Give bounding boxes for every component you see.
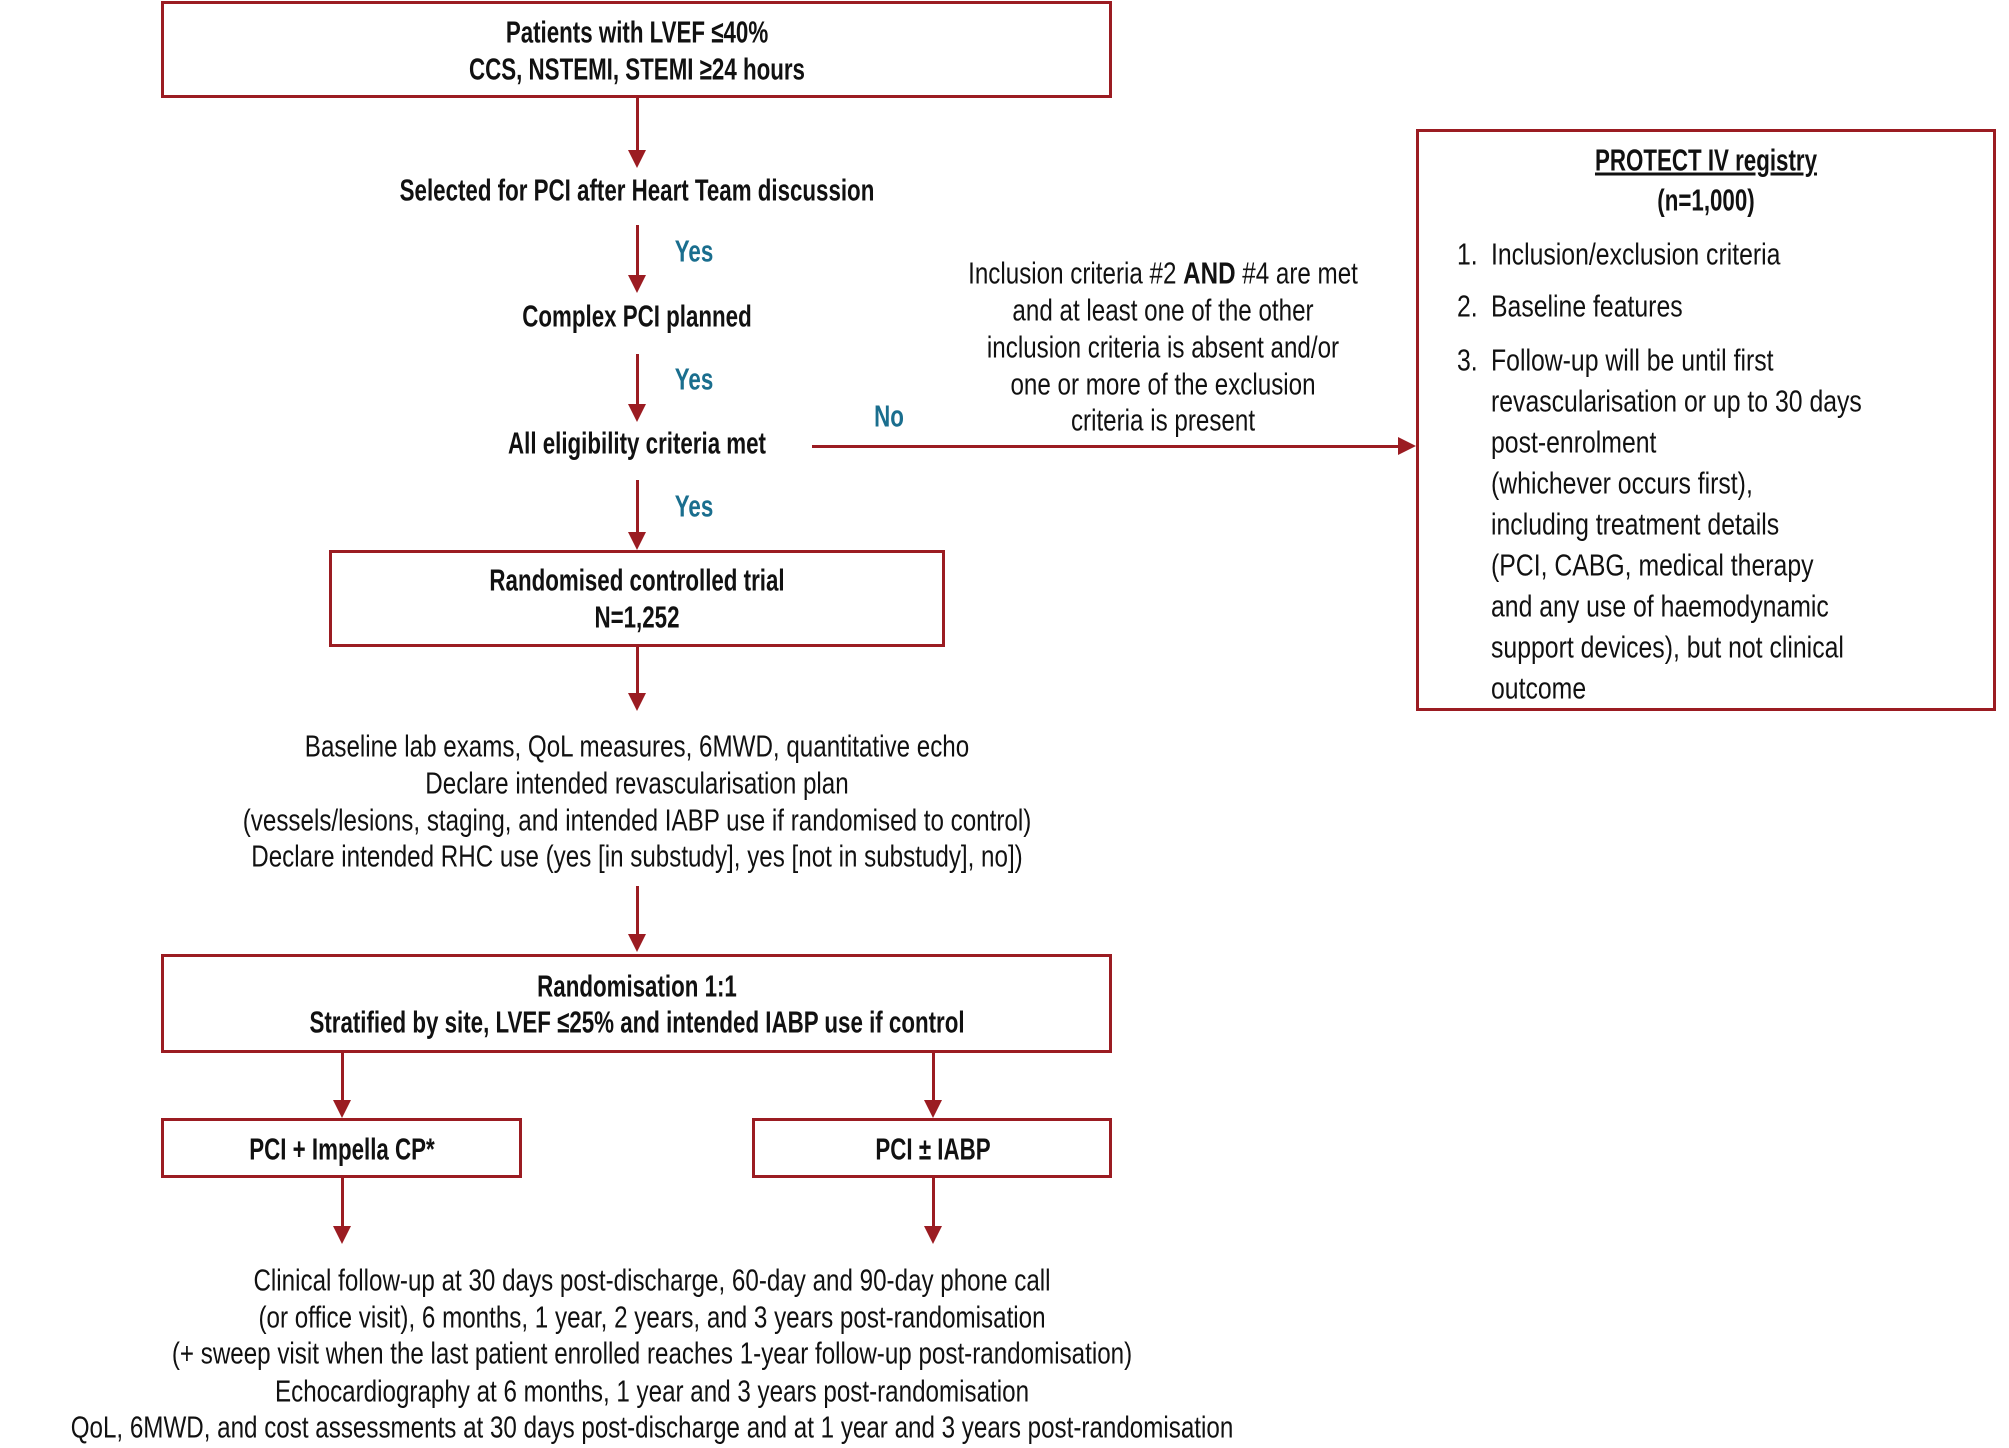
yes-label: Yes [674,361,714,397]
arrow-line [636,886,639,934]
baseline-line: Declare intended RHC use (yes [in substu… [251,838,1023,874]
arrow-line [341,1053,344,1100]
no-condition-line-1: Inclusion criteria #2 AND #4 are met [968,258,1358,289]
arrowhead-icon [628,404,646,422]
arrowhead-icon [628,532,646,550]
registry-item-text: Inclusion/exclusion criteria [1491,236,1781,272]
arrow-line-no [812,445,1398,448]
no-label: No [874,398,904,434]
arrow-line [932,1178,935,1226]
population-line-2: CCS, NSTEMI, STEMI ≥24 hours [469,51,805,87]
arrowhead-icon [628,693,646,711]
baseline-line: Baseline lab exams, QoL measures, 6MWD, … [304,728,970,764]
randomisation-strata: Stratified by site, LVEF ≤25% and intend… [309,1004,965,1040]
arrowhead-icon [1398,437,1416,455]
no-condition-line: criteria is present [1070,402,1256,438]
arrowhead-icon [628,934,646,952]
selected-step: Selected for PCI after Heart Team discus… [399,172,875,208]
registry-item-text: (whichever occurs first), [1491,465,1753,501]
registry-item-number: 2. [1457,288,1478,324]
registry-item-text: support devices), but not clinical [1491,629,1844,665]
registry-item-text: Baseline features [1491,288,1683,324]
rct-title: Randomised controlled trial [489,562,785,598]
no-condition-line: and at least one of the other [1012,292,1314,328]
arrowhead-icon [924,1100,942,1118]
registry-item-text: post-enrolment [1491,424,1657,460]
arrow-line [636,98,639,150]
rct-n: N=1,252 [594,599,680,635]
registry-box [1416,129,1996,711]
arrowhead-icon [924,1226,942,1244]
registry-title: PROTECT IV registry [1594,142,1818,178]
arrowhead-icon [333,1100,351,1118]
followup-line: QoL, 6MWD, and cost assessments at 30 da… [70,1409,1234,1445]
followup-line: (+ sweep visit when the last patient enr… [171,1335,1133,1371]
registry-item-text: revascularisation or up to 30 days [1491,383,1862,419]
followup-line: Echocardiography at 6 months, 1 year and… [274,1373,1030,1409]
arrow-line [636,354,639,404]
registry-item-number: 3. [1457,342,1478,378]
arm-iabp-box [752,1118,1112,1178]
yes-label: Yes [674,488,714,524]
no-condition-text: Inclusion criteria #2 [968,255,1184,291]
no-condition-and: AND [1183,255,1236,291]
registry-item-text: (PCI, CABG, medical therapy [1491,547,1814,583]
no-condition-text: #4 are met [1235,255,1358,291]
no-condition-line: one or more of the exclusion [1010,366,1316,402]
arrowhead-icon [628,275,646,293]
baseline-line: (vessels/lesions, staging, and intended … [242,802,1032,838]
population-box [161,1,1112,98]
arrow-line [341,1178,344,1226]
registry-item-number: 1. [1457,236,1478,272]
registry-item-text: outcome [1491,670,1587,706]
arm-iabp: PCI ± IABP [875,1131,991,1167]
eligibility-step: All eligibility criteria met [507,425,767,461]
arrowhead-icon [628,150,646,168]
arm-impella-box [161,1118,522,1178]
followup-line: Clinical follow-up at 30 days post-disch… [253,1262,1051,1298]
no-condition-line: inclusion criteria is absent and/or [986,329,1340,365]
arrow-line [636,225,639,275]
registry-item-text: including treatment details [1491,506,1780,542]
registry-item-text: and any use of haemodynamic [1491,588,1829,624]
arm-impella: PCI + Impella CP* [249,1131,435,1167]
randomisation-box [161,954,1112,1053]
rct-box [329,550,945,647]
arrow-line [932,1053,935,1100]
registry-item-text: Follow-up will be until first [1491,342,1774,378]
arrow-line [636,480,639,532]
population-line-1: Patients with LVEF ≤40% [505,14,769,50]
complex-step: Complex PCI planned [522,298,752,334]
arrowhead-icon [333,1226,351,1244]
baseline-line: Declare intended revascularisation plan [425,765,849,801]
followup-line: (or office visit), 6 months, 1 year, 2 y… [258,1299,1046,1335]
randomisation-title: Randomisation 1:1 [537,968,737,1004]
yes-label: Yes [674,233,714,269]
arrow-line [636,647,639,693]
registry-n: (n=1,000) [1657,182,1755,218]
